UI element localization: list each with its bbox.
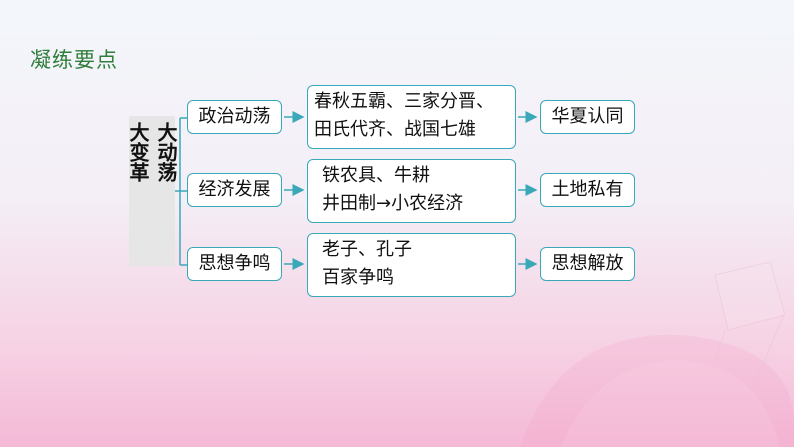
detail-box-politics: 春秋五霸、三家分晋、 田氏代齐、战国七雄 [307, 85, 516, 149]
root-label: 大动荡 大变革 [126, 116, 178, 266]
detail-line: 铁农具、牛耕 [322, 165, 430, 186]
section-title: 凝练要点 [30, 48, 118, 72]
detail-line: 田氏代齐、战国七雄 [314, 119, 476, 140]
detail-box-thought: 老子、孔子 百家争鸣 [307, 233, 516, 297]
result-box-politics: 华夏认同 [540, 100, 635, 134]
result-box-economy: 土地私有 [540, 173, 635, 207]
result-box-thought: 思想解放 [540, 247, 635, 281]
root-label-col2: 大变革 [126, 122, 150, 182]
category-box-thought: 思想争鸣 [187, 247, 282, 281]
root-label-col1: 大动荡 [154, 122, 178, 182]
category-box-economy: 经济发展 [187, 173, 282, 207]
category-box-politics: 政治动荡 [187, 100, 282, 134]
detail-line: 春秋五霸、三家分晋、 [314, 91, 494, 112]
detail-line: 老子、孔子 [322, 239, 412, 260]
detail-line: 井田制→小农经济 [322, 193, 464, 214]
detail-line: 百家争鸣 [322, 267, 394, 288]
detail-box-economy: 铁农具、牛耕 井田制→小农经济 [307, 159, 516, 223]
